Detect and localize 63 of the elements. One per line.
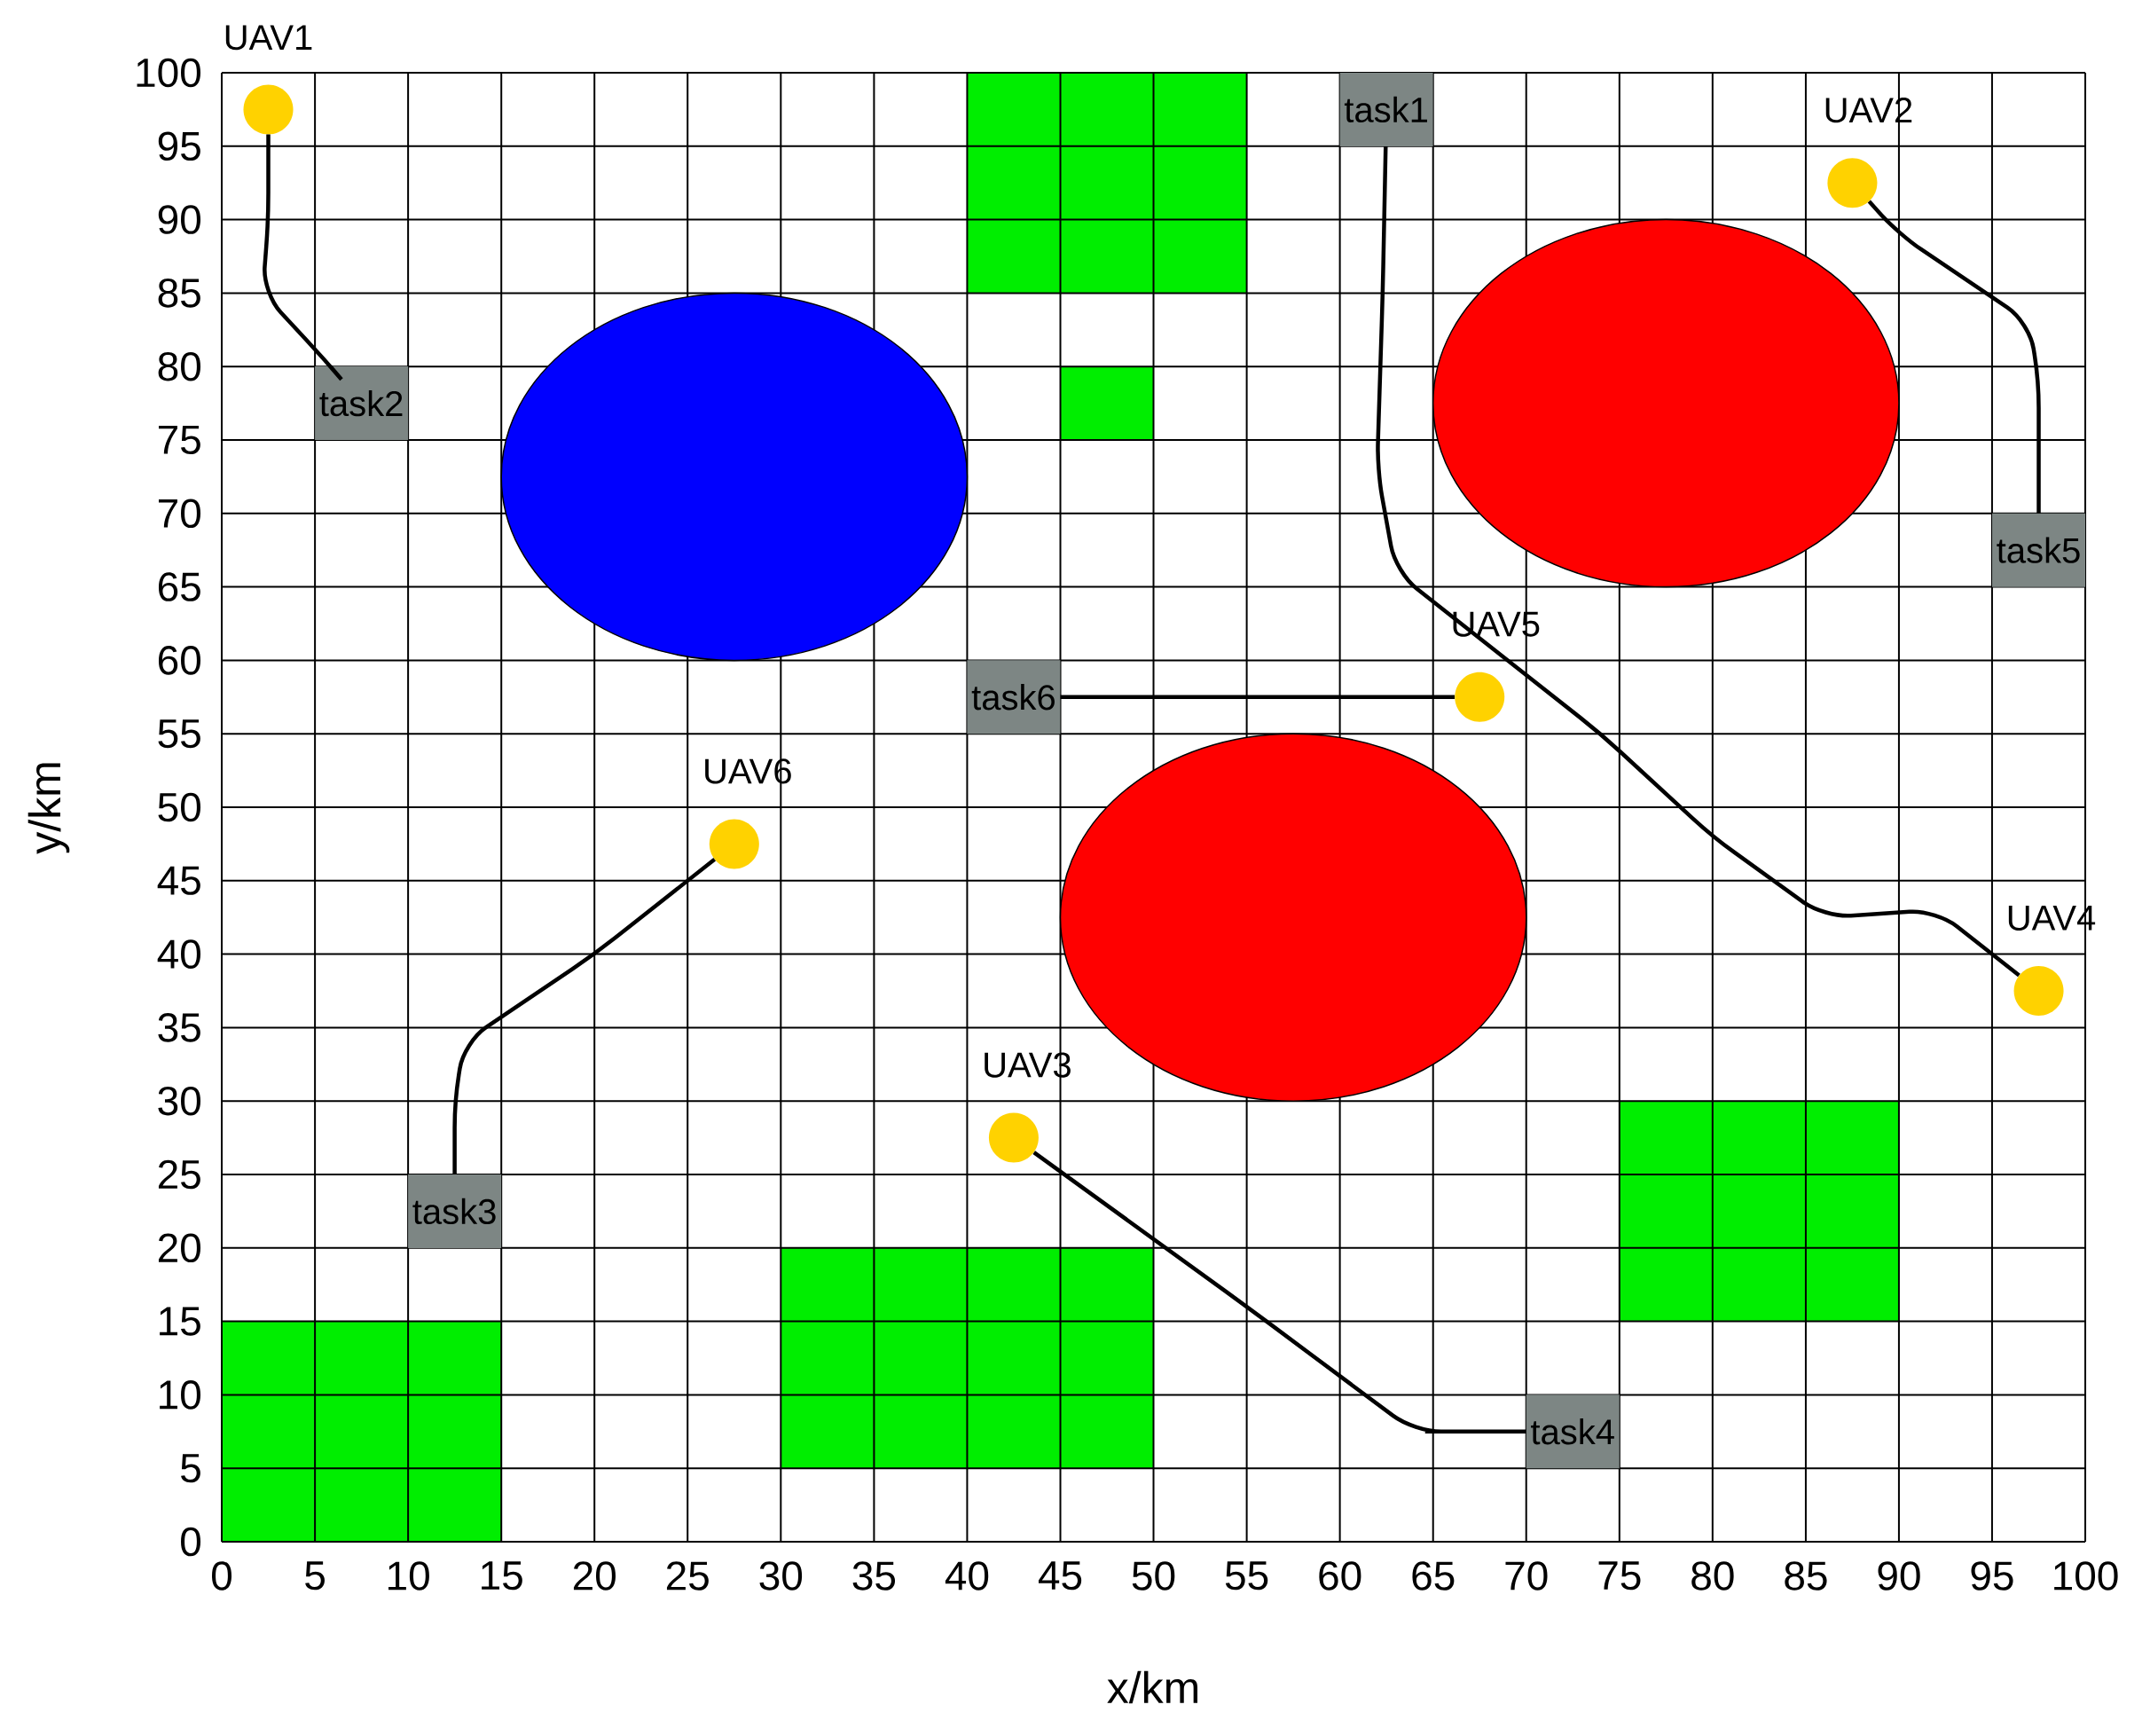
uav-marker — [709, 819, 759, 869]
tick-label: 100 — [2054, 1561, 2118, 1591]
tick-label: 15 — [482, 1561, 522, 1591]
tick-label: 40 — [945, 1561, 989, 1591]
flight-path — [1060, 695, 1455, 700]
uav-marker — [988, 1112, 1039, 1163]
axis-title: x/km — [1107, 1670, 1197, 1704]
task-box: task6 — [967, 660, 1061, 734]
tick-label: 50 — [158, 792, 200, 822]
tick-label: 45 — [157, 866, 200, 895]
tick-label: 100 — [137, 58, 200, 88]
tick-label: 35 — [158, 1013, 200, 1042]
flight-path — [1376, 146, 2021, 978]
task-box: task5 — [1992, 513, 2086, 587]
axis-title: y/km — [27, 763, 70, 854]
tick-label: 70 — [159, 499, 200, 529]
tick-label: 75 — [1598, 1561, 1641, 1591]
tick-label: 10 — [388, 1561, 429, 1591]
tick-label: 20 — [573, 1561, 616, 1591]
task-box: task1 — [1339, 72, 1433, 146]
tick-label: 50 — [1132, 1561, 1175, 1591]
uav-marker — [2013, 966, 2064, 1016]
tick-label: 80 — [158, 351, 200, 381]
tick-label: 15 — [160, 1307, 200, 1336]
flight-path — [1032, 1151, 1526, 1434]
uav-label: UAV1 — [225, 25, 312, 51]
tick-label: 0 — [181, 1527, 200, 1557]
tick-label: 10 — [160, 1380, 200, 1410]
tick-label: 90 — [158, 205, 200, 234]
tick-label: 20 — [158, 1233, 200, 1263]
tick-label: 70 — [1505, 1561, 1548, 1591]
tick-label: 60 — [159, 646, 200, 675]
tick-label: 80 — [1691, 1561, 1734, 1591]
flight-path — [263, 134, 344, 381]
tick-label: 55 — [158, 719, 200, 749]
task-box: task3 — [408, 1174, 502, 1248]
flight-path — [452, 858, 717, 1174]
tick-label: 65 — [159, 572, 200, 601]
tick-label: 95 — [158, 131, 200, 161]
tick-label: 45 — [1039, 1561, 1082, 1591]
tick-label: 5 — [305, 1561, 325, 1591]
tick-label: 65 — [1412, 1561, 1455, 1591]
tick-label: 30 — [759, 1561, 803, 1591]
task-box: task2 — [315, 366, 409, 441]
tick-label: 95 — [1971, 1561, 2013, 1591]
flight-path — [1867, 200, 2041, 514]
tick-label: 85 — [1785, 1561, 1827, 1591]
tick-label: 85 — [158, 279, 200, 308]
tick-label: 0 — [212, 1561, 231, 1591]
tick-label: 5 — [181, 1454, 200, 1483]
tick-label: 60 — [1319, 1561, 1361, 1591]
uav-marker — [1827, 158, 1878, 208]
tick-label: 25 — [158, 1159, 200, 1190]
tick-label: 55 — [1225, 1561, 1268, 1591]
tick-label: 90 — [1878, 1561, 1920, 1591]
uav-marker — [243, 84, 294, 135]
tick-label: 75 — [159, 425, 200, 455]
tick-label: 35 — [852, 1561, 896, 1591]
task-box: task4 — [1526, 1394, 1620, 1469]
tick-label: 40 — [157, 939, 200, 969]
uav-marker — [1455, 672, 1505, 722]
tick-label: 30 — [158, 1086, 200, 1116]
tick-label: 25 — [666, 1561, 709, 1591]
